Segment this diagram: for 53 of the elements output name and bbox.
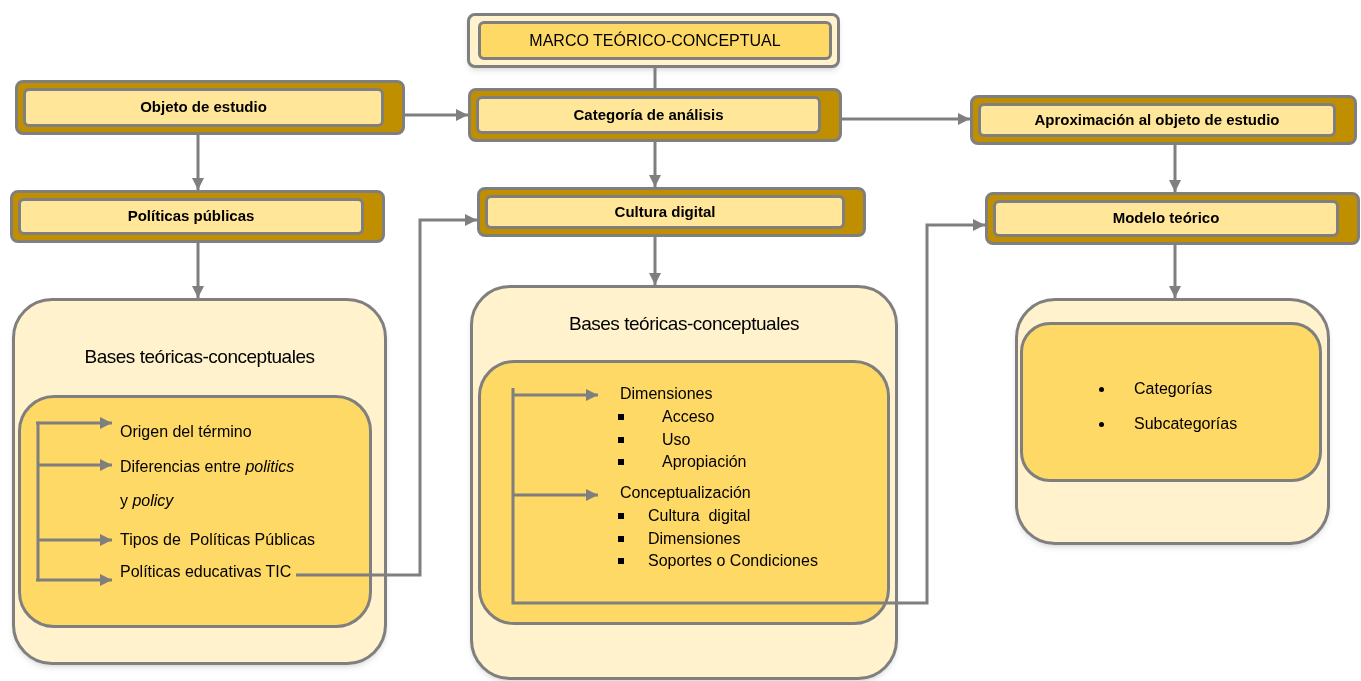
header-label: Modelo teórico bbox=[993, 200, 1339, 237]
arrow bbox=[890, 219, 985, 605]
header-box bbox=[985, 192, 1360, 245]
list-item: Categorías bbox=[1134, 379, 1213, 399]
arrow bbox=[649, 142, 661, 187]
content-panel bbox=[18, 395, 372, 628]
frame-title: Bases teóricas-conceptuales bbox=[84, 345, 315, 369]
content-panel bbox=[478, 360, 890, 625]
list-item: Apropiación bbox=[661, 452, 747, 473]
arrow bbox=[192, 243, 204, 298]
arrow bbox=[513, 389, 598, 401]
list-item: Dimensiones bbox=[647, 528, 741, 549]
arrow bbox=[649, 237, 661, 285]
header-box bbox=[970, 95, 1357, 145]
item-text: Tipos de Políticas Públicas bbox=[112, 523, 350, 553]
arrow bbox=[192, 135, 204, 190]
content-panel bbox=[1020, 322, 1322, 482]
list-item: Soportes o Condiciones bbox=[647, 551, 818, 572]
list-item: Uso bbox=[661, 429, 691, 450]
list-item: Subcategorías bbox=[1134, 414, 1238, 434]
arrow bbox=[38, 534, 112, 546]
arrow bbox=[513, 489, 598, 501]
header-label: Cultura digital bbox=[485, 195, 845, 229]
item-text: Diferencias entre politics y policy bbox=[112, 450, 298, 518]
item-text: Origen del término bbox=[112, 415, 350, 445]
connector-line bbox=[653, 68, 657, 88]
list-heading: Conceptualización bbox=[619, 483, 752, 503]
header-box bbox=[477, 187, 866, 237]
arrow bbox=[38, 574, 112, 586]
arrow bbox=[405, 109, 468, 121]
list-item: Acceso bbox=[661, 407, 715, 428]
header-label: Políticas públicas bbox=[18, 198, 364, 235]
frame-title: Bases teóricas-conceptuales bbox=[568, 312, 800, 336]
arrow bbox=[842, 113, 970, 125]
title-panel: MARCO TEÓRICO-CONCEPTUAL bbox=[478, 21, 832, 60]
title-box bbox=[467, 13, 840, 68]
arrow bbox=[38, 417, 112, 429]
header-label: Categoría de análisis bbox=[476, 96, 821, 134]
frame-panel bbox=[470, 285, 898, 680]
header-box bbox=[10, 190, 385, 243]
frame-panel bbox=[1015, 298, 1330, 545]
list-item: Cultura digital bbox=[647, 506, 751, 527]
arrow bbox=[38, 459, 112, 471]
header-label: Aproximación al objeto de estudio bbox=[978, 103, 1336, 137]
frame-panel bbox=[12, 298, 387, 665]
header-box bbox=[15, 80, 405, 135]
arrow bbox=[1169, 145, 1181, 192]
header-label: Objeto de estudio bbox=[23, 88, 384, 127]
list-heading: Dimensiones bbox=[619, 384, 714, 404]
arrow bbox=[296, 214, 477, 577]
arrow bbox=[1169, 245, 1181, 298]
item-text: Políticas educativas TIC bbox=[112, 555, 296, 589]
header-box bbox=[468, 88, 842, 142]
